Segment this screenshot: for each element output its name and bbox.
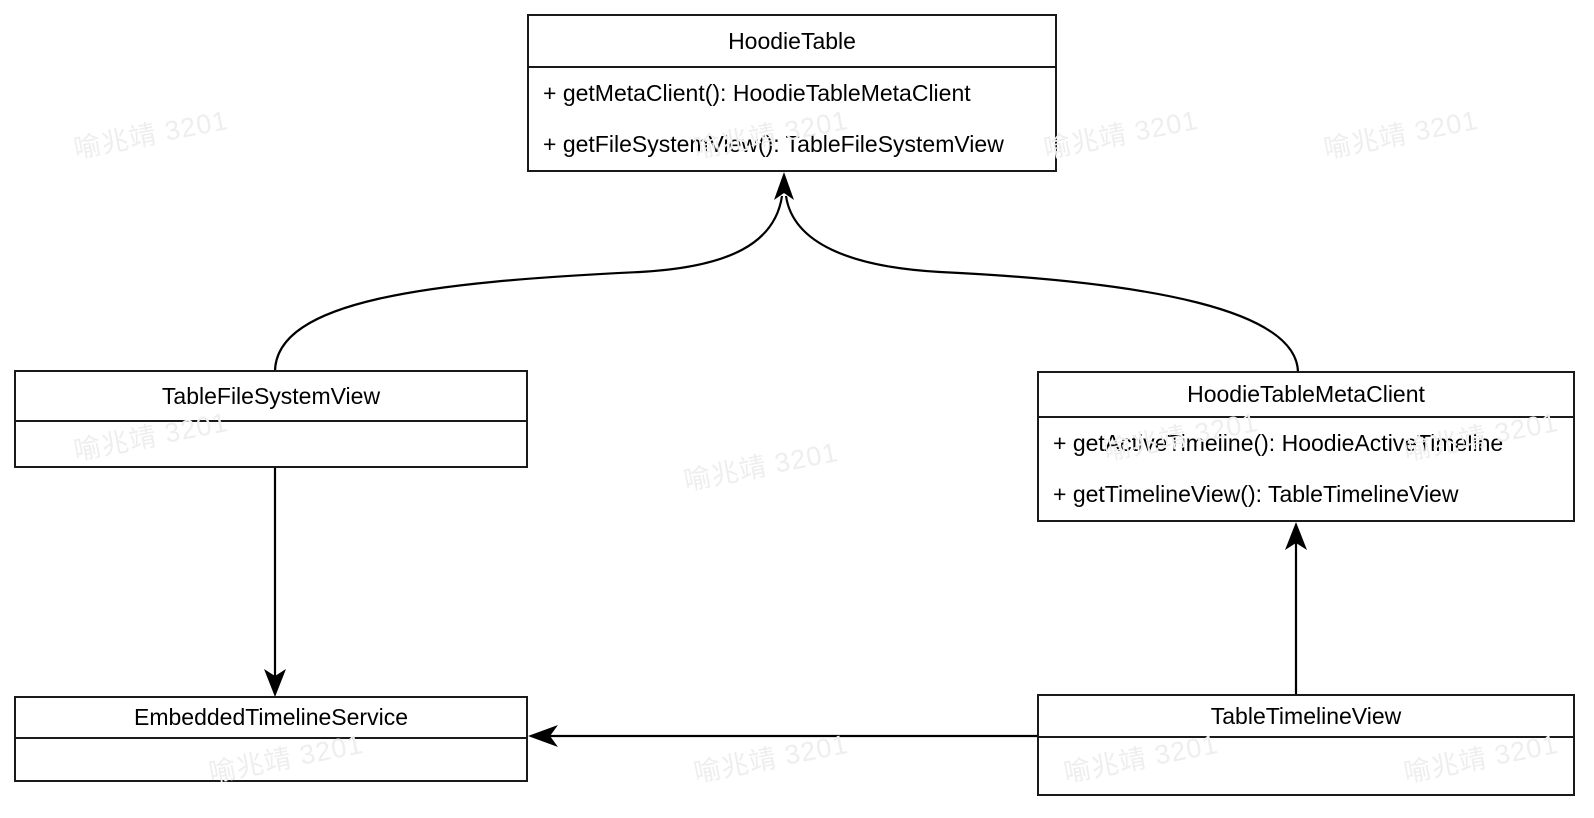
class-box-hoodie-table[interactable]: HoodieTable + getMetaClient(): HoodieTab… bbox=[527, 14, 1057, 172]
class-name-table-file-system-view: TableFileSystemView bbox=[16, 372, 526, 422]
class-box-embedded-timeline-service[interactable]: EmbeddedTimelineService bbox=[14, 696, 528, 782]
class-members-table-timeline-view bbox=[1039, 738, 1573, 796]
class-member: + getTimelineView(): TableTimelineView bbox=[1053, 481, 1459, 508]
arrowhead-into-hoodietable bbox=[774, 172, 794, 200]
class-member: + getMetaClient(): HoodieTableMetaClient bbox=[543, 80, 971, 107]
class-member: + getFileSystemView(): TableFileSystemVi… bbox=[543, 131, 1004, 158]
class-members-hoodie-table: + getMetaClient(): HoodieTableMetaClient… bbox=[529, 68, 1055, 170]
arrowhead-into-metaclient bbox=[1285, 522, 1307, 550]
arrowhead-into-embedded-right bbox=[528, 725, 558, 747]
class-members-table-file-system-view bbox=[16, 422, 526, 466]
relation-metaclient-to-hoodietable bbox=[784, 195, 1300, 374]
class-name-table-timeline-view: TableTimelineView bbox=[1039, 696, 1573, 738]
class-name-hoodie-table-meta-client: HoodieTableMetaClient bbox=[1039, 373, 1573, 418]
class-members-hoodie-table-meta-client: + getActiveTimeline(): HoodieActiveTimel… bbox=[1039, 418, 1573, 520]
class-name-embedded-timeline-service: EmbeddedTimelineService bbox=[16, 698, 526, 739]
class-box-table-timeline-view[interactable]: TableTimelineView bbox=[1037, 694, 1575, 796]
class-name-hoodie-table: HoodieTable bbox=[529, 16, 1055, 68]
class-member: + getActiveTimeline(): HoodieActiveTimel… bbox=[1053, 430, 1504, 457]
class-members-embedded-timeline-service bbox=[16, 739, 526, 782]
arrowhead-into-embedded-top bbox=[264, 669, 286, 697]
class-box-hoodie-table-meta-client[interactable]: HoodieTableMetaClient + getActiveTimelin… bbox=[1037, 371, 1575, 522]
relation-fsview-to-hoodietable bbox=[273, 195, 784, 373]
class-box-table-file-system-view[interactable]: TableFileSystemView bbox=[14, 370, 528, 468]
